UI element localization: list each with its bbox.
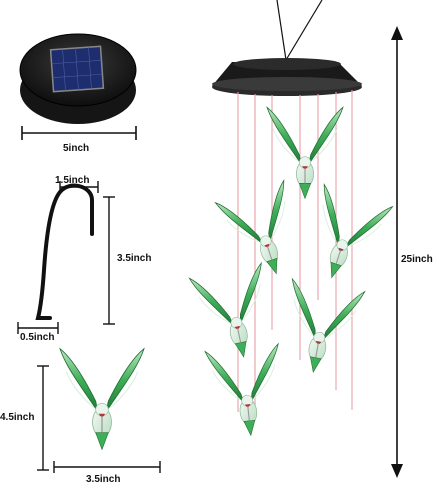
hook-width-dimension [59, 181, 99, 193]
solar-lid-image [19, 33, 137, 124]
solar-width-dimension [21, 126, 137, 140]
hook-image [35, 183, 94, 320]
single-hummingbird-image [59, 348, 145, 451]
bird-height-label: 4.5inch [0, 412, 35, 423]
hook-height-dimension [103, 196, 115, 325]
bird-width-label: 3.5inch [86, 474, 121, 485]
total-height-dimension [391, 26, 403, 478]
wind-chime-image [188, 0, 394, 440]
hook-height-label: 3.5inch [117, 253, 152, 264]
bird-height-dimension [37, 365, 49, 471]
hook-width-label: 1.5inch [55, 175, 90, 186]
solar-width-label: 5inch [63, 143, 90, 154]
bird-width-dimension [53, 461, 161, 473]
hook-bottom-label: 0.5inch [20, 332, 55, 343]
total-height-label: 25inch [401, 254, 433, 265]
hook-bottom-dimension [17, 322, 59, 334]
